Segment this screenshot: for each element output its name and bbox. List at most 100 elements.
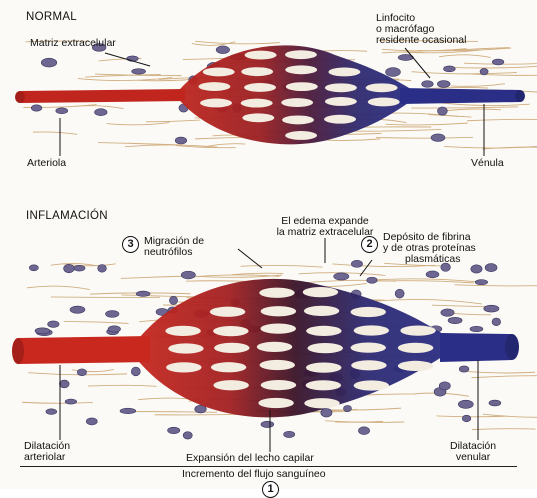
capillary-gap	[366, 83, 398, 92]
capillary-gap	[285, 131, 317, 140]
tissue-cell	[386, 68, 401, 77]
fibrin-number: 2	[361, 236, 378, 253]
venule-vessel	[400, 88, 520, 104]
tissue-cell	[437, 107, 447, 115]
tissue-cell	[492, 318, 501, 326]
capillary-gap	[285, 50, 317, 59]
capillary-gap	[350, 307, 385, 317]
capillary-expansion-label: Expansión del lecho capilar	[186, 453, 314, 464]
capillary-gap	[306, 380, 341, 390]
inflammation-title: INFLAMACIÓN	[26, 211, 108, 222]
capillary-gap	[308, 343, 343, 353]
tissue-cell	[35, 328, 50, 334]
capillary-gap	[304, 306, 339, 316]
tissue-cell	[448, 317, 462, 323]
tissue-cell	[484, 305, 499, 312]
tissue-cell	[74, 265, 85, 271]
capillary-gap	[354, 380, 389, 390]
venule-label: Vénula	[471, 158, 504, 169]
tissue-cell	[70, 306, 85, 313]
capillary-gap	[400, 326, 435, 336]
capillary-gap	[211, 362, 246, 372]
inflammation-panel-art	[12, 260, 537, 439]
tissue-cell	[261, 421, 274, 427]
tissue-cell	[56, 108, 68, 114]
tissue-cell	[441, 309, 454, 316]
tissue-cell	[489, 400, 501, 406]
arteriole-vessel	[20, 89, 185, 103]
capillary-gap	[328, 68, 360, 77]
lymphocyte-line-3: residente ocasional	[376, 35, 501, 46]
arteriolar-dilation-label: Dilatación arteriolar	[24, 441, 70, 463]
capillary-gap	[306, 363, 341, 373]
migration-line-2: neutrófilos	[144, 247, 204, 258]
lymphocyte-label: Linfocito o macrófago residente ocasiona…	[376, 13, 501, 46]
capillary-gap	[354, 325, 389, 335]
tissue-cell	[426, 271, 439, 278]
tissue-cell	[395, 289, 404, 298]
tissue-cell	[98, 265, 107, 273]
tissue-cell	[462, 415, 471, 422]
tissue-cell	[367, 277, 377, 283]
tissue-cell	[183, 432, 192, 439]
tissue-cell	[46, 409, 57, 415]
tissue-cell	[108, 326, 120, 332]
tissue-cell	[343, 405, 351, 411]
capillary-gap	[244, 83, 276, 92]
normal-title: NORMAL	[26, 12, 77, 23]
tissue-cell	[31, 105, 42, 111]
capillary-gap	[242, 113, 274, 122]
capillary-gap	[398, 361, 433, 371]
capillary-gap	[210, 307, 245, 317]
capillary-gap	[214, 343, 249, 353]
capillary-gap	[261, 306, 296, 316]
divider-line	[20, 466, 517, 467]
tissue-cell	[422, 81, 434, 88]
capillary-gap	[203, 67, 235, 76]
capillary-gap	[282, 115, 314, 124]
tissue-cell	[459, 366, 469, 372]
tissue-cell	[351, 260, 362, 267]
capillary-gap	[325, 97, 357, 106]
capillary-gap	[260, 360, 295, 370]
tissue-cell	[86, 418, 97, 425]
capillary-gap	[398, 343, 433, 353]
tissue-cell	[471, 265, 482, 273]
capillary-gap	[258, 398, 293, 408]
tissue-cell	[136, 291, 150, 296]
venular-dilation-label: Dilatación venular	[450, 441, 496, 463]
tissue-cell	[480, 68, 488, 74]
capillary-gap	[261, 380, 296, 390]
capillary-gap	[259, 288, 294, 298]
fibrin-line-3: plasmáticas	[383, 254, 476, 265]
fibrin-label: Depósito de fibrina y de otras proteínas…	[383, 232, 476, 265]
capillary-gap	[213, 326, 248, 336]
tissue-cell	[475, 280, 488, 285]
capillary-gap	[368, 97, 400, 106]
tissue-cell	[106, 311, 119, 318]
capillary-gap	[304, 398, 339, 408]
capillary-gap	[241, 99, 273, 108]
arteriolar-line-2: arteriolar	[24, 452, 70, 463]
tissue-cell	[458, 400, 473, 408]
arteriole-label: Arteriola	[27, 158, 66, 169]
capillary-gap	[166, 362, 201, 372]
tissue-cell	[470, 326, 483, 331]
tissue-cell	[334, 273, 349, 280]
tissue-cell	[64, 264, 75, 272]
tissue-cell	[48, 321, 59, 327]
edema-label: El edema expande la matriz extracelular	[255, 216, 395, 238]
venular-line-2: venular	[450, 452, 496, 463]
flow-number: 1	[262, 481, 279, 498]
capillary-gap	[245, 51, 277, 60]
capillary-gap	[351, 343, 386, 353]
capillary-gap	[165, 326, 200, 336]
capillary-gap	[213, 380, 248, 390]
tissue-cell	[175, 137, 187, 144]
normal-capillary-bed	[175, 45, 420, 144]
capillary-gap	[257, 342, 292, 352]
dilated-venule-vessel	[440, 333, 512, 362]
tissue-cell	[492, 59, 504, 65]
tissue-cell	[59, 380, 69, 388]
tissue-cell	[132, 69, 146, 75]
